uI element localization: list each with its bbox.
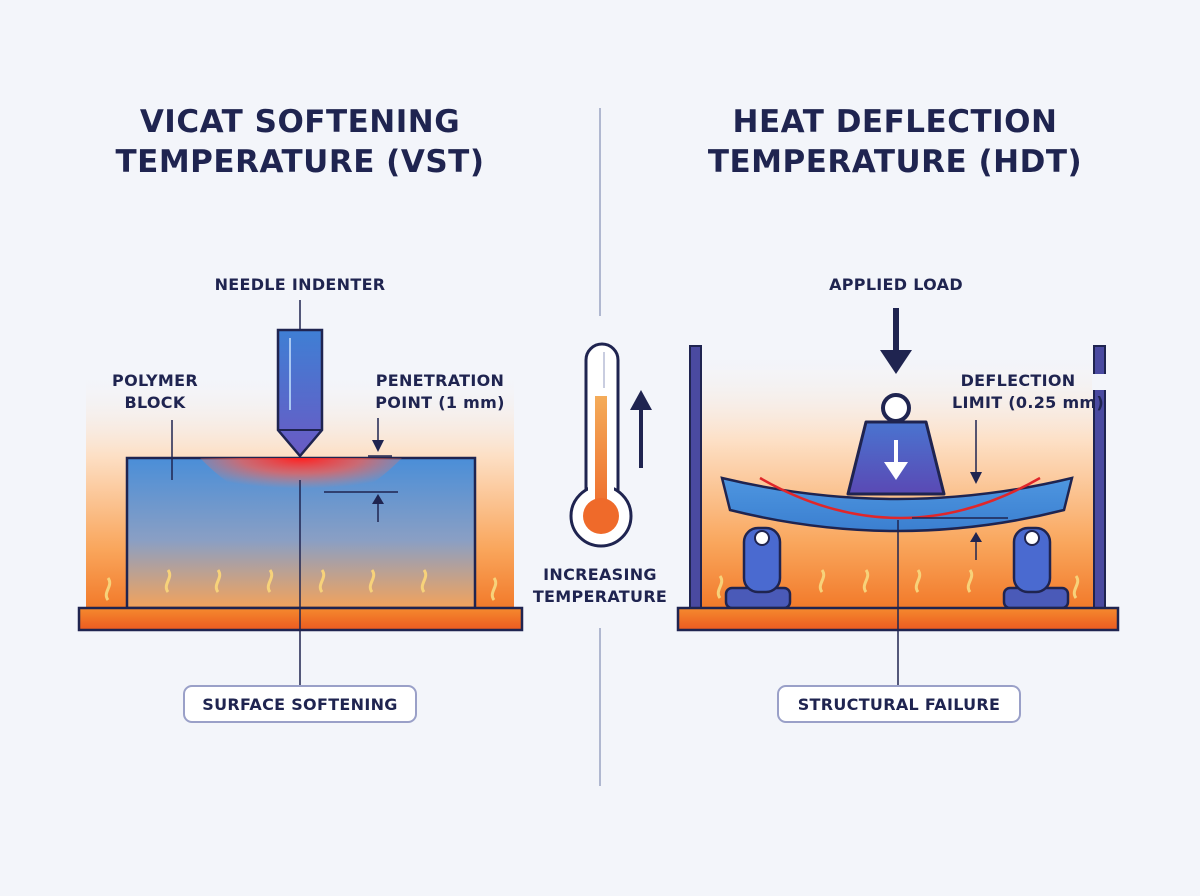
- thermometer-icon: [569, 342, 633, 548]
- surface-softening-badge: [183, 685, 417, 723]
- applied-load-label: APPLIED LOAD: [829, 275, 963, 294]
- needle-indenter: [276, 328, 324, 458]
- deflection-limit-line1: DEFLECTION: [961, 371, 1076, 390]
- hdt-frame-notch: [1092, 374, 1106, 390]
- polymer-block-label-line1: POLYMER: [112, 371, 198, 390]
- penetration-dimension: [324, 418, 398, 522]
- polymer-block-label-line2: BLOCK: [124, 393, 185, 412]
- increasing-temp-line2: TEMPERATURE: [533, 587, 667, 606]
- structural-failure-text: STRUCTURAL FAILURE: [798, 695, 1001, 714]
- needle-indenter-label: NEEDLE INDENTER: [215, 275, 386, 294]
- vst-title-line1: VICAT SOFTENING: [140, 104, 460, 140]
- deflection-dimension: [912, 420, 1008, 560]
- softening-zone: [200, 458, 402, 509]
- structural-failure-badge: [777, 685, 1021, 723]
- hdt-support-left: [724, 526, 792, 610]
- penetration-label-line1: PENETRATION: [376, 371, 505, 390]
- hdt-support-right: [1002, 526, 1070, 610]
- penetration-label-line2: POINT (1 mm): [375, 393, 504, 412]
- increasing-temp-line1: INCREASING: [543, 565, 657, 584]
- up-arrow-icon: [630, 390, 652, 468]
- hdt-title-line2: TEMPERATURE (HDT): [708, 144, 1082, 180]
- deflection-limit-line2: LIMIT (0.25 mm): [952, 393, 1104, 412]
- hdt-frame-post-left: [689, 345, 702, 609]
- applied-load-arrow-head: [880, 350, 912, 374]
- vst-title-line2: TEMPERATURE (VST): [116, 144, 485, 180]
- deflection-curve: [759, 476, 1041, 520]
- surface-softening-text: SURFACE SOFTENING: [202, 695, 397, 714]
- hdt-title-line1: HEAT DEFLECTION: [733, 104, 1058, 140]
- down-arrow-icon: [884, 440, 908, 480]
